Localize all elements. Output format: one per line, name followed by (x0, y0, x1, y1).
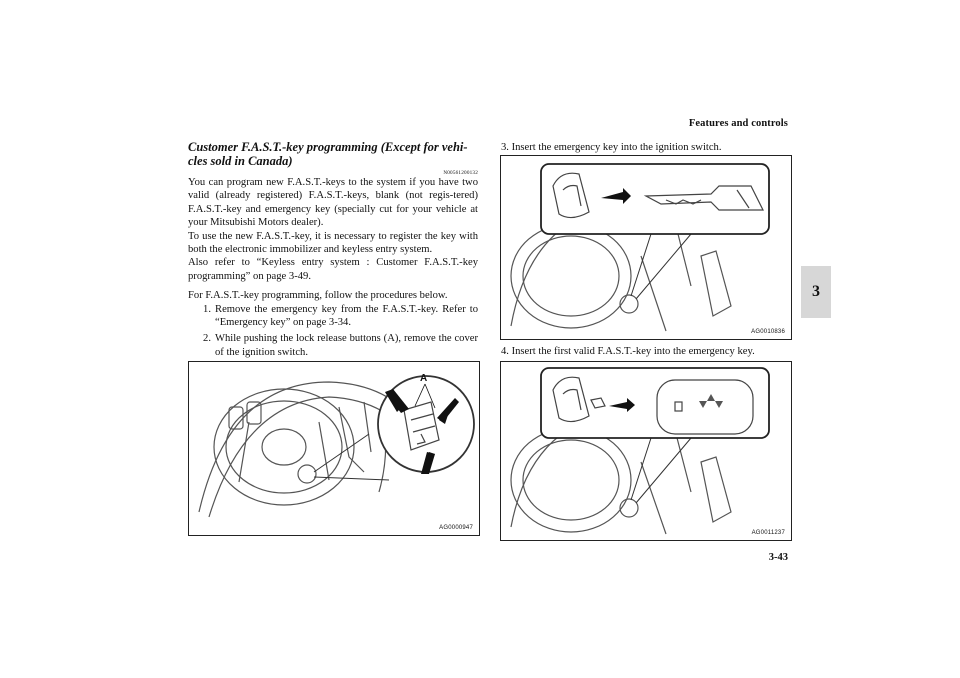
paragraph: To use the new F.A.S.T.-key, it is neces… (188, 230, 478, 256)
procedure-step: 1. Remove the emergency key from the F.A… (203, 303, 478, 329)
paragraph: Also refer to “Keyless entry system : Cu… (188, 257, 478, 282)
section-header: Features and controls (688, 118, 788, 129)
procedure-step: 3. Insert the emergency key into the ign… (501, 142, 722, 153)
illustration-ignition-cover: A (198, 373, 475, 518)
figure-code: AG0010836 (751, 329, 785, 335)
callout-label-a: A (420, 373, 427, 384)
procedure-step: 2. While pushing the lock release button… (203, 333, 478, 358)
procedure-step: 4. Insert the first valid F.A.S.T.-key i… (501, 346, 755, 357)
figure-code: AG0011237 (751, 530, 785, 536)
illustration-insert-fast-key (510, 367, 770, 535)
chapter-tab: 3 (801, 266, 831, 318)
figure-insert-emergency-key: AG0010836 (500, 155, 792, 340)
left-column: Customer F.A.S.T.-key programming (Excep… (188, 140, 478, 362)
figure-insert-fast-key: AG0011237 (500, 361, 792, 541)
procedure-intro: For F.A.S.T.-key programming, follow the… (188, 290, 448, 302)
illustration-insert-emergency-key (510, 163, 770, 332)
reference-code: N00561200132 (443, 170, 478, 176)
figure-code: AG0000947 (439, 525, 473, 531)
figure-ignition-cover: A AG0000947 (188, 361, 480, 536)
paragraph: You can program new F.A.S.T.-keys to the… (188, 177, 478, 229)
page-number: 3-43 (768, 552, 788, 563)
section-title: Customer F.A.S.T.-key programming (Excep… (188, 140, 468, 168)
